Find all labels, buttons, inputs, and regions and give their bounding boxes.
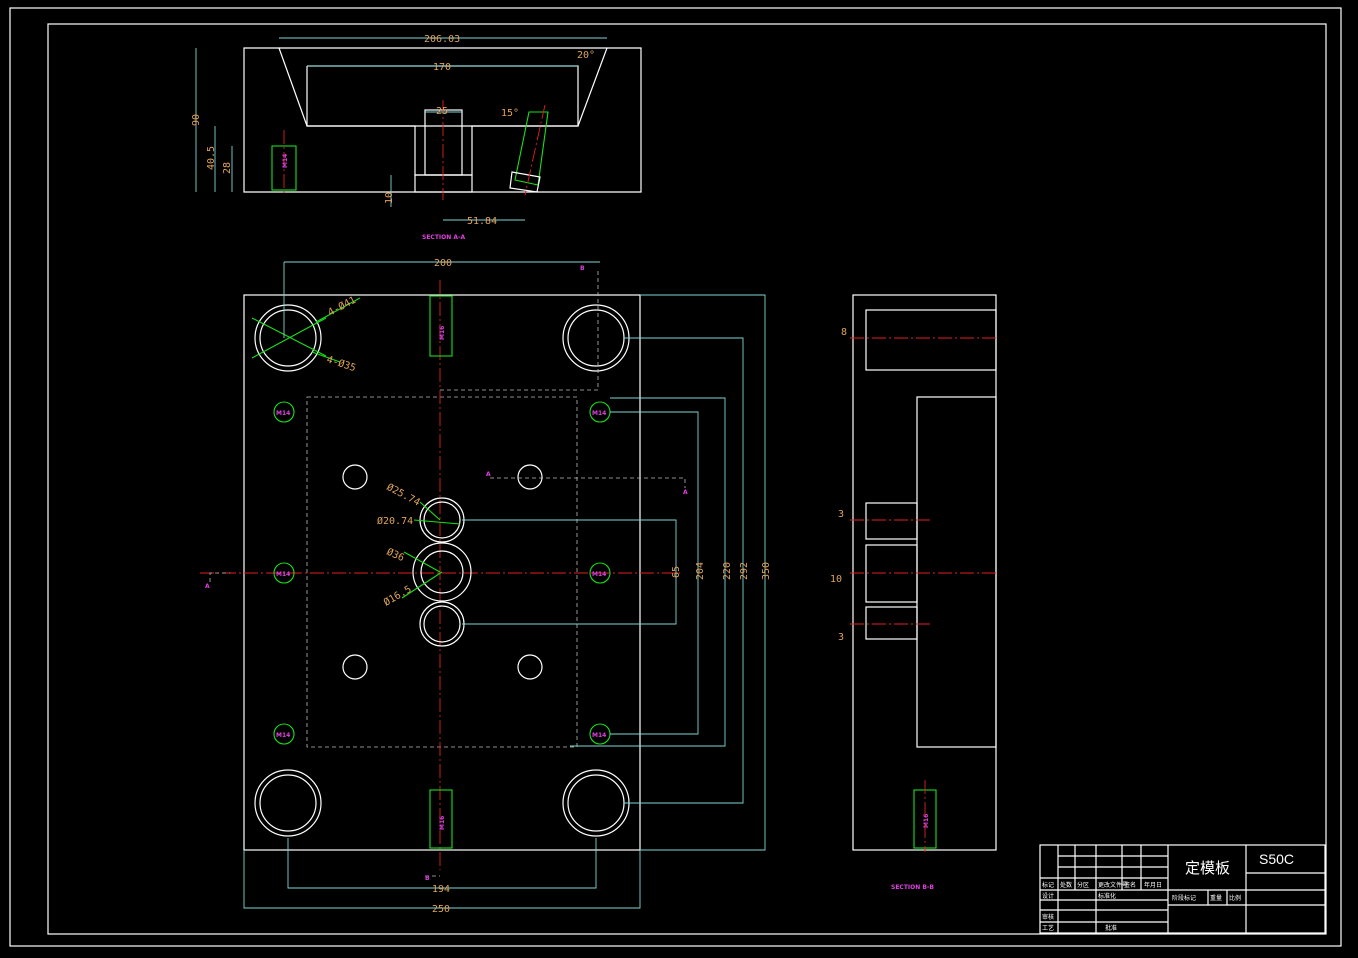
dim-28: 28	[222, 162, 233, 174]
dim-51-84: 51.84	[467, 216, 497, 227]
m14-label-4: M14	[592, 571, 606, 578]
dim-250: 250	[432, 904, 450, 915]
m16-bottom-label: M16	[439, 816, 446, 830]
dim-220: 220	[722, 562, 733, 580]
dim-10b: 10	[830, 574, 842, 585]
part-name: 定模板	[1185, 859, 1230, 877]
scale-label: 比例	[1229, 894, 1241, 902]
m14-label-3: M14	[276, 571, 290, 578]
dim-206: 206.03	[424, 34, 460, 45]
row-design: 设计	[1042, 892, 1054, 900]
row-approve: 批准	[1105, 924, 1117, 932]
stage-label: 阶段标记	[1172, 894, 1196, 902]
section-b-mark-top: B	[580, 265, 585, 272]
dim-d25-74: Ø25.74	[385, 481, 423, 509]
dim-d36: Ø36	[385, 546, 406, 564]
header-count: 处数	[1060, 881, 1072, 889]
plan-view: M16 M16 M14 M14 M14 M14 M14 M14 B B A A …	[200, 258, 772, 915]
inner-frame	[47, 23, 1327, 935]
section-a-mark-2: A	[683, 489, 688, 496]
dim-90: 90	[191, 114, 202, 126]
section-aa-view: M14 206.03 170 25 90 40.5 28 10 51.84 20…	[191, 34, 642, 241]
angle-15: 15°	[501, 108, 519, 119]
row-review: 审核	[1042, 913, 1054, 921]
material: S50C	[1259, 851, 1294, 867]
section-aa-label: SECTION A-A	[422, 234, 465, 241]
dim-204: 204	[695, 562, 706, 580]
row-process: 工艺	[1042, 924, 1054, 932]
section-bb-label: SECTION B-B	[891, 884, 934, 891]
dim-350: 350	[761, 562, 772, 580]
dim-170: 170	[433, 62, 451, 73]
dim-d20-74: Ø20.74	[377, 515, 413, 527]
dim-194: 194	[432, 884, 450, 895]
dim-8: 8	[841, 327, 847, 338]
section-bb-view: M16 8 3 10 3 SECTION B-B	[830, 294, 997, 891]
dim-d16-5: Ø16.5	[382, 583, 414, 608]
section-a-mark-1: A	[486, 471, 491, 478]
m14-label-6: M14	[592, 732, 606, 739]
outer-frame	[9, 7, 1342, 947]
dim-3b: 3	[838, 632, 844, 643]
dim-10: 10	[384, 192, 395, 204]
m14-thread-label: M14	[282, 154, 289, 168]
m14-label-2: M14	[592, 410, 606, 417]
dim-65: 65	[671, 566, 682, 578]
dim-4-d35: 4-Ø35	[325, 353, 357, 374]
weight-label: 重量	[1210, 894, 1222, 902]
dim-40-5: 40.5	[206, 146, 217, 170]
dim-292: 292	[739, 562, 750, 580]
dim-25: 25	[436, 106, 448, 117]
dim-4-d41: 4-Ø41	[326, 294, 358, 319]
title-block: 定模板 S50C 标记 处数 分区 更改文件号 签名 年月日 设计 标准化 审核…	[1039, 844, 1326, 934]
section-b-mark-bottom: B	[425, 875, 430, 882]
m16-section-label: M16	[923, 814, 930, 828]
header-zone: 分区	[1077, 881, 1089, 889]
header-mark: 标记	[1042, 881, 1054, 889]
row-standard: 标准化	[1098, 892, 1116, 900]
m14-label-1: M14	[276, 410, 290, 417]
angle-20: 20°	[577, 50, 595, 61]
dim-200: 200	[434, 258, 452, 269]
header-sign: 签名	[1124, 881, 1136, 889]
m14-label-5: M14	[276, 732, 290, 739]
m16-top-label: M16	[439, 326, 446, 340]
header-change-doc: 更改文件号	[1098, 881, 1128, 889]
header-date: 年月日	[1144, 881, 1162, 889]
dim-3a: 3	[838, 509, 844, 520]
section-a-mark-3: A	[205, 583, 210, 590]
